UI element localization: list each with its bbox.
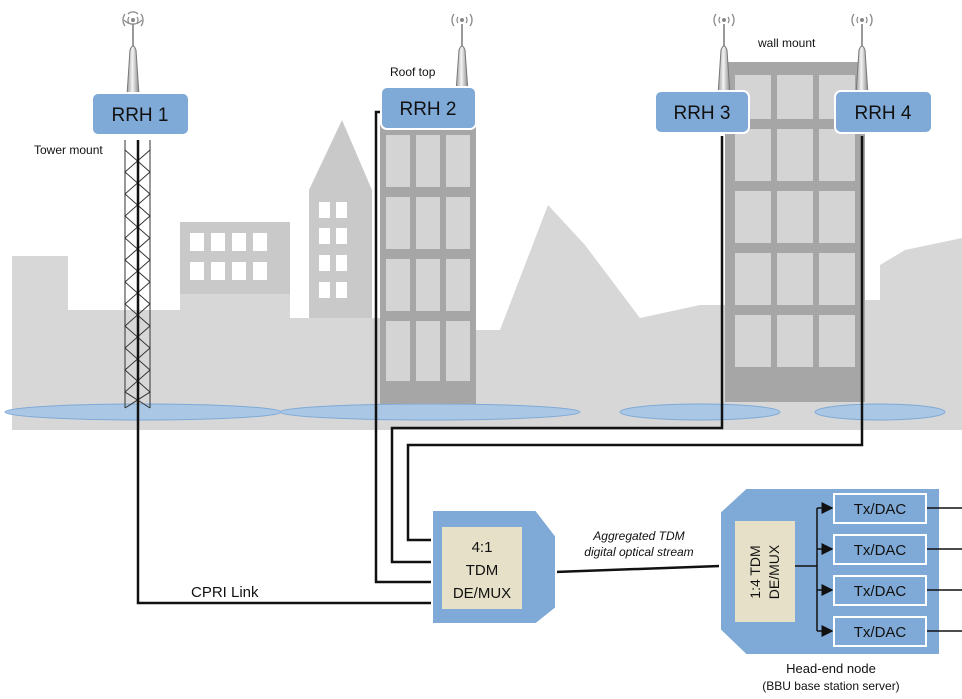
headend-caption-2: (BBU base station server): [762, 679, 899, 693]
tx-dac-block: Tx/DAC: [833, 616, 927, 647]
office-building: [380, 120, 476, 404]
rrh-label: RRH 3: [673, 103, 730, 124]
coverage-areas: [4, 403, 946, 421]
tx-dac-label: Tx/DAC: [854, 542, 907, 559]
mux-line-3: DE/MUX: [453, 585, 511, 602]
roof-top-label: Roof top: [390, 65, 436, 79]
antenna-icon: [851, 13, 873, 96]
headend-caption-1: Head-end node: [786, 661, 876, 676]
city-skyline: [12, 120, 962, 430]
rrh-box-4: RRH 4: [834, 90, 933, 134]
cable-rrh3: [390, 136, 724, 564]
stream-label-2: digital optical stream: [584, 545, 693, 559]
rrh-label: RRH 4: [854, 103, 911, 124]
tx-dac-block: Tx/DAC: [833, 534, 927, 565]
tx-dac-block: Tx/DAC: [833, 493, 927, 524]
stream-label-1: Aggregated TDM: [592, 529, 684, 543]
mux-line-1: 4:1: [472, 539, 493, 556]
wall-mount-label: wall mount: [757, 36, 816, 50]
antenna-icon: [122, 11, 144, 96]
tdm-mux-node: 4:1 TDM DE/MUX: [431, 509, 557, 625]
antenna-group: [122, 11, 873, 96]
demux-line-2: DE/MUX: [766, 544, 782, 599]
head-end-node: 1:4 TDM DE/MUX Tx/DAC Tx/DAC Tx/DAC: [719, 487, 962, 656]
tx-dac-label: Tx/DAC: [854, 583, 907, 600]
demux-line-1: 1:4 TDM: [747, 545, 763, 598]
cpri-cables: [136, 110, 864, 605]
mux-line-2: TDM: [466, 562, 499, 579]
cable-rrh1: [136, 140, 433, 605]
church-spire: [309, 120, 372, 318]
antenna-icon: [451, 13, 473, 93]
rrh-box-2: RRH 2: [380, 86, 477, 130]
rrh-box-3: RRH 3: [654, 90, 750, 134]
tx-dac-label: Tx/DAC: [854, 624, 907, 641]
cpri-link-label: CPRI Link: [191, 584, 259, 601]
cable-rrh4: [406, 136, 864, 542]
antenna-icon: [713, 13, 735, 96]
high-rise-building: [725, 62, 865, 402]
building-left: [180, 222, 290, 294]
tx-dac-label: Tx/DAC: [854, 501, 907, 518]
tower-mount-label: Tower mount: [34, 143, 103, 157]
rrh-label: RRH 2: [399, 99, 456, 120]
rrh-box-1: RRH 1: [91, 92, 190, 136]
lattice-tower: [124, 140, 151, 409]
cable-aggregated: [554, 564, 721, 574]
rrh-label: RRH 1: [111, 105, 168, 126]
tx-dac-block: Tx/DAC: [833, 575, 927, 606]
